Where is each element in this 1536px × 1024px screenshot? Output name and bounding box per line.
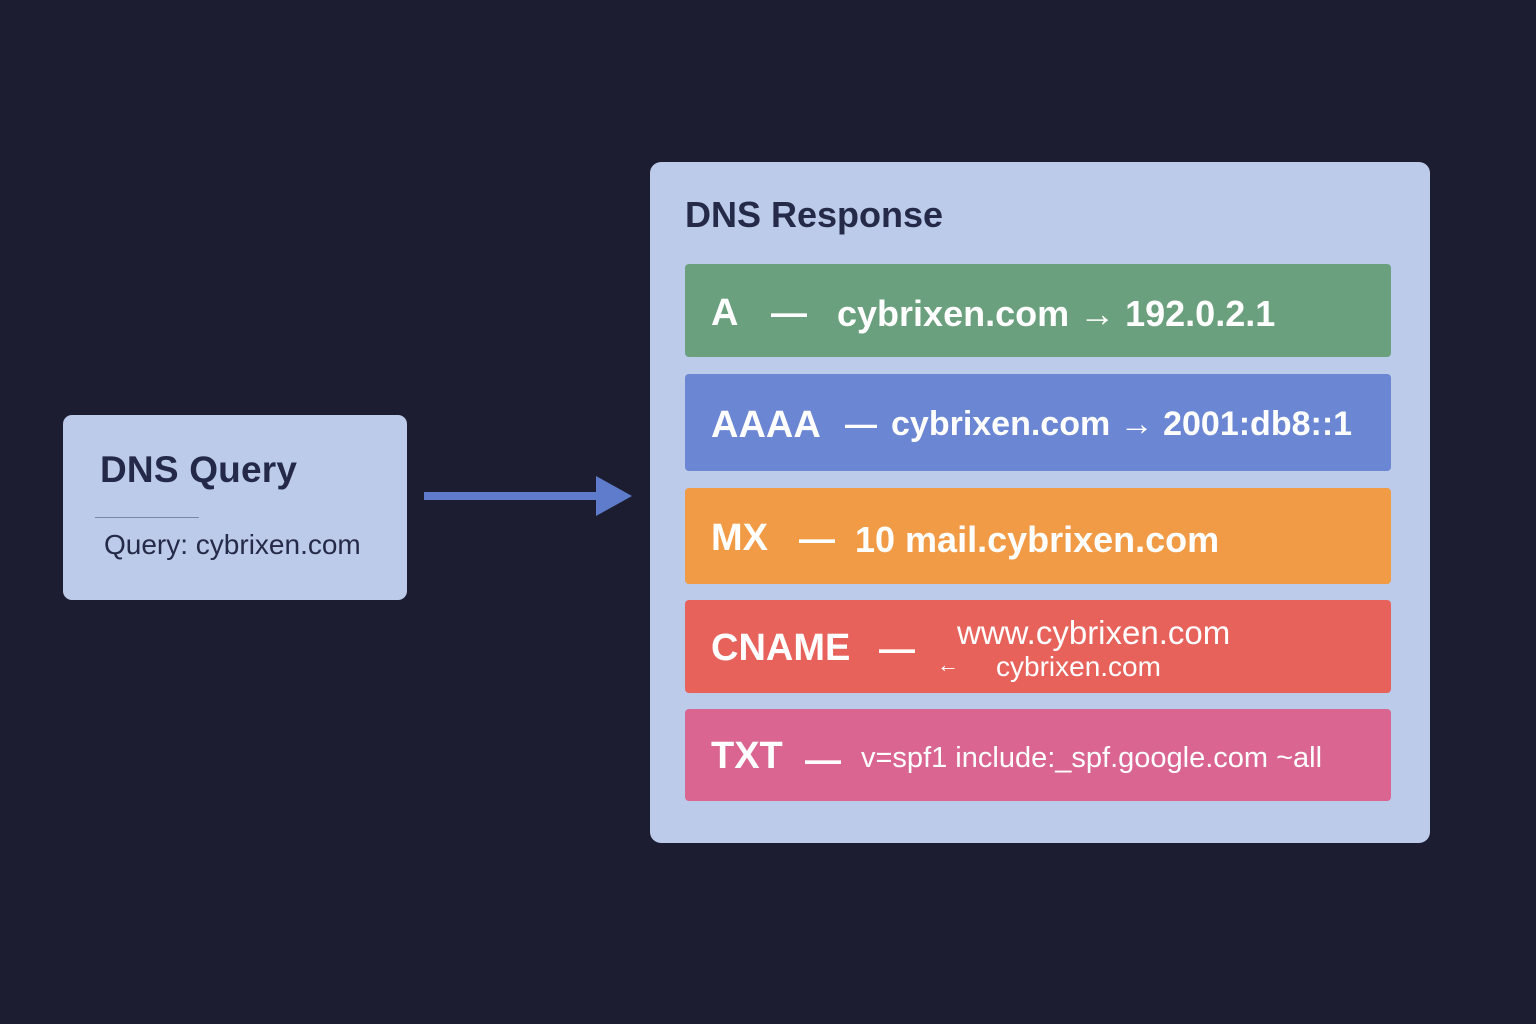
record-type: TXT bbox=[711, 735, 783, 777]
record-value: www.cybrixen.com bbox=[957, 614, 1231, 651]
arrow-shaft bbox=[424, 492, 600, 500]
record-value: cybrixen.com → 192.0.2.1 bbox=[837, 293, 1276, 334]
record-type: MX bbox=[711, 517, 768, 559]
record-cname: CNAME — www.cybrixen.com ← cybrixen.com bbox=[685, 600, 1391, 693]
arrow-head bbox=[596, 476, 632, 516]
record-dash: — bbox=[879, 628, 915, 669]
dns-response-panel: DNS Response A — cybrixen.com → 192.0.2.… bbox=[650, 162, 1430, 843]
record-type: AAAA bbox=[711, 404, 821, 446]
record-dash: — bbox=[845, 406, 877, 442]
record-mx: MX — 10 mail.cybrixen.com bbox=[685, 488, 1391, 584]
record-dash: — bbox=[771, 292, 807, 333]
query-divider bbox=[95, 517, 199, 518]
record-a: A — cybrixen.com → 192.0.2.1 bbox=[685, 264, 1391, 357]
record-dash: — bbox=[805, 739, 841, 780]
record-target: cybrixen.com bbox=[996, 651, 1161, 682]
right-arrow-icon bbox=[424, 476, 632, 516]
dns-query-card: DNS Query Query: cybrixen.com bbox=[63, 415, 407, 600]
record-txt: TXT — v=spf1 include:_spf.google.com ~al… bbox=[685, 709, 1391, 801]
query-title: DNS Query bbox=[100, 449, 298, 490]
record-aaaa: AAAA — cybrixen.com → 2001:db8::1 bbox=[685, 374, 1391, 471]
record-value: 10 mail.cybrixen.com bbox=[855, 519, 1220, 560]
record-dash: — bbox=[799, 518, 835, 559]
left-arrow-icon: ← bbox=[937, 652, 959, 677]
record-type: CNAME bbox=[711, 627, 851, 669]
query-text: Query: cybrixen.com bbox=[104, 529, 361, 560]
record-type: A bbox=[711, 292, 739, 334]
response-title: DNS Response bbox=[685, 194, 944, 235]
record-value: v=spf1 include:_spf.google.com ~all bbox=[861, 742, 1323, 774]
record-value: cybrixen.com → 2001:db8::1 bbox=[891, 405, 1353, 443]
